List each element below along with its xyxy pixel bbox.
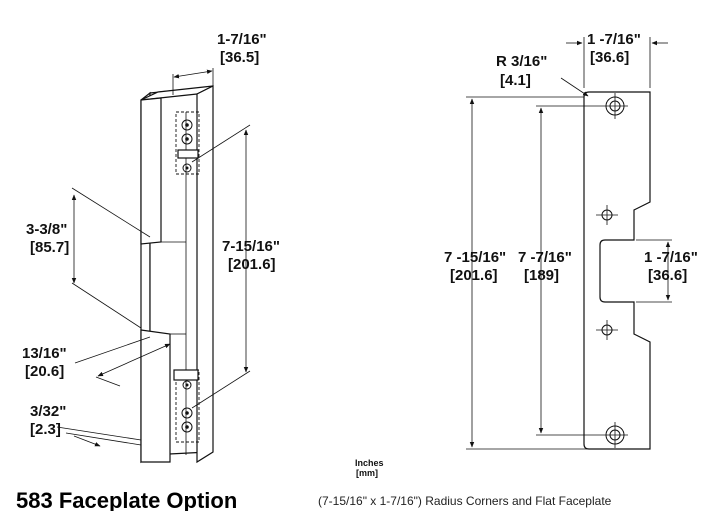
bottom-hole-icon <box>602 422 628 448</box>
units-label: Inches <box>355 458 384 468</box>
hole-spacing-mm: [189] <box>524 267 559 284</box>
lower-small-hole-icon <box>596 320 618 340</box>
faceplate-view: R 3/16" [4.1] 1 -7/16" [36.6] 7 -15/16" … <box>444 31 698 450</box>
faceplate-outline <box>583 91 651 450</box>
strike-lower-lip <box>140 329 171 463</box>
footer-description: (7-15/16" x 1-7/16") Radius Corners and … <box>318 494 612 508</box>
overall-length-mm: [201.6] <box>228 256 276 273</box>
cutout-width-mm: [36.6] <box>648 267 687 284</box>
cutout-width-dim: 1 -7/16" <box>644 249 698 266</box>
units-label-mm: [mm] <box>356 468 378 478</box>
hole-spacing-dim: 7 -7/16" <box>518 249 572 266</box>
footer: 583 Faceplate Option (7-15/16" x 1-7/16"… <box>0 488 726 511</box>
corner-radius-dim: R 3/16" <box>496 53 547 70</box>
box-strike-view: 1-7/16" [36.5] 3-3/8" [85.7] 7-15/16" [2… <box>22 31 280 464</box>
upper-small-hole-icon <box>596 205 618 225</box>
plate-width-dim: 1 -7/16" <box>587 31 641 48</box>
thickness-dim: 3/32" <box>30 403 66 420</box>
overall-length-dim: 7-15/16" <box>222 238 280 255</box>
flange-depth-dim: 13/16" <box>22 345 67 362</box>
plate-width-mm: [36.6] <box>590 49 629 66</box>
strike-upper-lip <box>140 97 162 245</box>
top-width-dim: 1-7/16" <box>217 31 267 48</box>
plate-length-mm: [201.6] <box>450 267 498 284</box>
cutout-height-mm: [85.7] <box>30 239 69 256</box>
strike-front-wall <box>196 85 214 464</box>
footer-title: 583 Faceplate Option <box>16 488 238 511</box>
top-width-mm: [36.5] <box>220 49 259 66</box>
corner-radius-mm: [4.1] <box>500 72 531 89</box>
flange-depth-mm: [20.6] <box>25 363 64 380</box>
top-hole-icon <box>602 93 628 119</box>
lower-screw-icons <box>173 369 199 433</box>
upper-mounting-plate <box>175 111 200 175</box>
thickness-mm: [2.3] <box>30 421 61 438</box>
cutout-height-dim: 3-3/8" <box>26 221 67 238</box>
plate-length-dim: 7 -15/16" <box>444 249 506 266</box>
upper-screw-icons <box>177 119 199 173</box>
